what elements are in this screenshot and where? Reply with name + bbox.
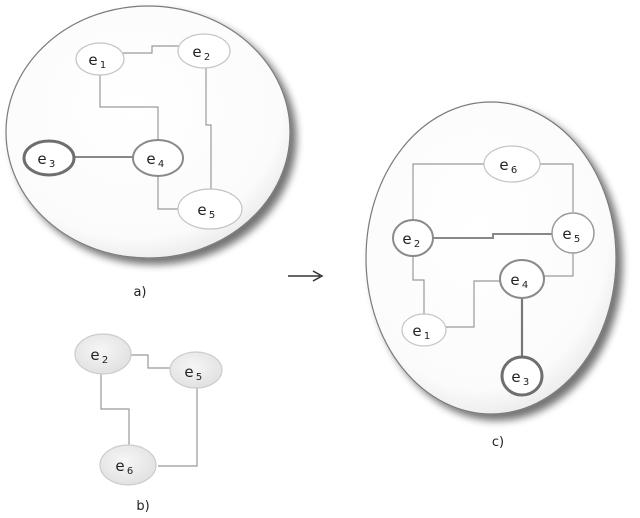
panel-a-caption: a) bbox=[133, 285, 146, 300]
node-e5: e 5 bbox=[551, 212, 595, 254]
edge-e4-e5 bbox=[157, 176, 180, 210]
node-e2-label: e bbox=[402, 230, 411, 248]
panel-b: e 2 e 5 e 6 b) bbox=[74, 333, 223, 514]
node-e2: e 2 bbox=[177, 33, 231, 69]
node-e4-subscript: 4 bbox=[158, 159, 164, 170]
node-e1: e 1 bbox=[75, 42, 125, 76]
panel-a-container bbox=[5, 5, 291, 259]
edge-e1-e4 bbox=[99, 70, 159, 141]
edge-e2-e1 bbox=[412, 255, 425, 314]
node-e5-label: e bbox=[184, 363, 193, 381]
node-e5: e 5 bbox=[169, 351, 223, 389]
panel-c-container bbox=[365, 101, 617, 415]
node-e2-subscript: 2 bbox=[414, 239, 420, 250]
node-e5: e 5 bbox=[177, 188, 243, 230]
node-e3-subscript: 3 bbox=[523, 377, 529, 388]
edge-e1-e2 bbox=[123, 45, 180, 54]
edge-e1-e4 bbox=[445, 280, 500, 328]
edge-e6-e2 bbox=[412, 163, 485, 220]
node-e2: e 2 bbox=[392, 219, 434, 257]
node-e6: e 6 bbox=[483, 145, 541, 183]
node-e1: e 1 bbox=[401, 313, 447, 347]
node-e6-label: e bbox=[499, 156, 508, 174]
node-e5-label: e bbox=[197, 201, 206, 219]
panel-b-caption: b) bbox=[136, 499, 149, 514]
edge-e5-e6 bbox=[158, 386, 198, 467]
node-e3: e 3 bbox=[500, 355, 544, 397]
node-e2-subscript: 2 bbox=[204, 52, 210, 63]
node-e1-subscript: 1 bbox=[100, 60, 106, 71]
panel-a: e 1 e 2 e 3 e 4 e 5 a) bbox=[5, 5, 291, 300]
node-e1-label: e bbox=[88, 51, 97, 69]
node-e6: e 6 bbox=[99, 444, 157, 486]
node-e3-subscript: 3 bbox=[49, 159, 55, 170]
node-e5-subscript: 5 bbox=[209, 210, 215, 221]
node-e5-label: e bbox=[562, 225, 571, 243]
panel-c: e 6 e 2 e 5 e 4 e 1 e 3 c) bbox=[365, 101, 617, 450]
node-e6-subscript: 6 bbox=[127, 466, 133, 477]
edge-e2-e5 bbox=[128, 354, 170, 369]
node-e2: e 2 bbox=[74, 333, 132, 375]
edge-e5-e4 bbox=[544, 253, 574, 277]
node-e6-label: e bbox=[115, 457, 124, 475]
node-e4-label: e bbox=[510, 271, 519, 289]
node-e5-subscript: 5 bbox=[196, 372, 202, 383]
node-e3-label: e bbox=[511, 368, 520, 386]
node-e2-label: e bbox=[192, 43, 201, 61]
node-e4: e 4 bbox=[132, 139, 184, 177]
panel-c-caption: c) bbox=[492, 435, 504, 450]
node-e4-label: e bbox=[146, 150, 155, 168]
node-e4-subscript: 4 bbox=[522, 280, 528, 291]
node-e1-label: e bbox=[412, 322, 421, 340]
node-e3-label: e bbox=[37, 150, 46, 168]
node-e4: e 4 bbox=[499, 259, 545, 299]
edge-e2-e5 bbox=[433, 233, 552, 239]
node-e1-subscript: 1 bbox=[424, 331, 430, 342]
node-e6-subscript: 6 bbox=[511, 165, 517, 176]
node-e3: e 3 bbox=[22, 139, 76, 177]
node-e5-subscript: 5 bbox=[574, 234, 580, 245]
edge-e2-e5 bbox=[205, 66, 212, 190]
node-e2-label: e bbox=[90, 346, 99, 364]
edge-e6-e5 bbox=[540, 163, 574, 212]
edge-e2-e6 bbox=[100, 370, 130, 446]
node-e2-subscript: 2 bbox=[102, 355, 108, 366]
transition-arrow bbox=[288, 270, 324, 282]
